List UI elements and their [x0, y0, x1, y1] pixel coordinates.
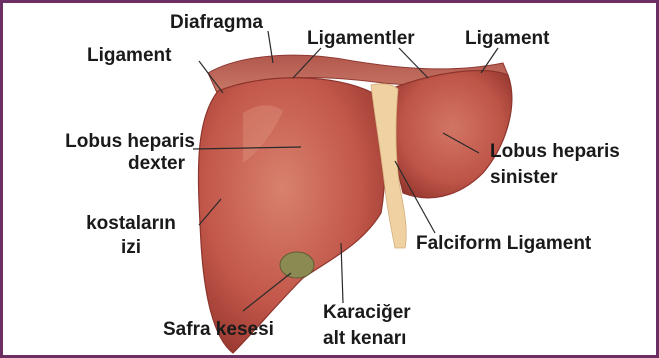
label-karaciger-line1: Karaciğer — [323, 302, 411, 323]
label-safra: Safra kesesi — [163, 319, 274, 340]
label-kostalarin-line2: izi — [61, 237, 201, 258]
label-karaciger-line2: alt kenarı — [323, 328, 406, 349]
label-lobus-sinister-line2: sinister — [490, 167, 558, 188]
label-lobus-sinister-line1: Lobus heparis — [490, 141, 620, 162]
label-lobus-dexter-line2: dexter — [11, 153, 185, 174]
label-ligamentler: Ligamentler — [307, 28, 415, 49]
label-falciform: Falciform Ligament — [416, 233, 591, 254]
label-kostalarin-line1: kostaların — [61, 213, 201, 234]
label-ligament-left: Ligament — [87, 45, 171, 66]
label-ligament-right: Ligament — [465, 28, 549, 49]
label-lobus-dexter-line1: Lobus heparis — [11, 131, 195, 152]
label-diafragma: Diafragma — [170, 12, 263, 33]
gallbladder-shape — [280, 252, 314, 278]
